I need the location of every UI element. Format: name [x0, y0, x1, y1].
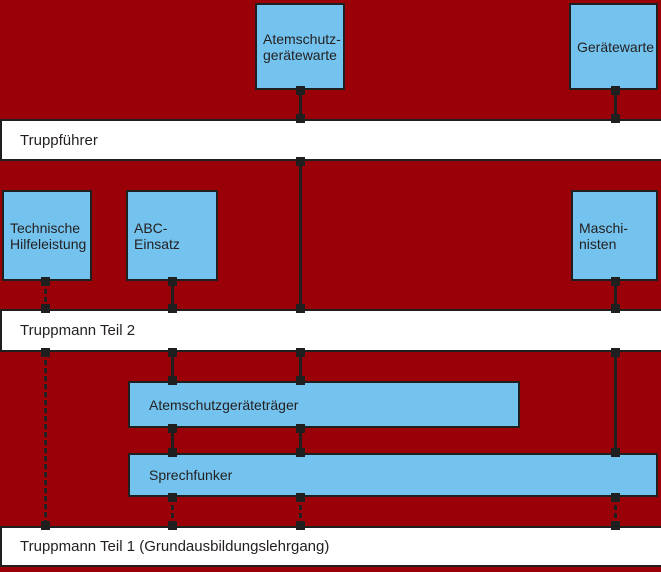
connector-stem — [614, 497, 617, 526]
bar-truppmann-teil-2: Truppmann Teil 2 — [0, 309, 661, 352]
box-atemschutzgeraetewarte-line2: gerätewarte — [263, 46, 337, 63]
connector-technische-hilfeleistung-teil2 — [41, 277, 50, 313]
box-technische-hilfeleistung-line2: Hilfeleistung — [10, 235, 87, 252]
connector-sprechfunker-teil1-left — [168, 493, 177, 530]
box-maschinisten-line2: nisten — [579, 235, 617, 252]
connector-stem — [299, 497, 302, 526]
connector-atemschutzgeraetewarte-truppfuehrer — [296, 86, 305, 123]
connector-teil2-atemschutzgeraetetraeger-left — [168, 348, 177, 385]
connector-stem — [44, 352, 47, 526]
connector-atemschutzgeraetetraeger-sprechfunker-right — [296, 424, 305, 457]
box-geraetewarte-line1: Gerätewarte — [577, 38, 655, 55]
box-maschinisten-line1: Maschi- — [579, 219, 629, 236]
connector-stem — [171, 428, 174, 453]
connector-teil2-atemschutzgeraetetraeger-right — [296, 348, 305, 385]
bar-truppmann-teil-1: Truppmann Teil 1 (Grundausbildungslehrga… — [0, 526, 661, 567]
connector-atemschutzgeraetetraeger-sprechfunker-left — [168, 424, 177, 457]
connector-stem — [44, 281, 47, 309]
box-sprechfunker-line1: Sprechfunker — [149, 467, 233, 483]
connector-stem — [299, 428, 302, 453]
box-geraetewarte: Gerätewarte — [569, 3, 658, 90]
box-atemschutzgeraetetraeger-line1: Atemschutzgeräteträger — [149, 396, 299, 413]
connector-geraetewarte-truppfuehrer — [611, 86, 620, 123]
connector-stem — [299, 90, 302, 119]
box-maschinisten: Maschi- nisten — [571, 190, 658, 281]
bar-truppfuehrer-label: Truppführer — [20, 131, 98, 149]
box-abc-einsatz: ABC- Einsatz — [126, 190, 218, 281]
connector-teil2-teil1 — [41, 348, 50, 530]
connector-stem — [614, 352, 617, 453]
connector-sprechfunker-teil1-center — [296, 493, 305, 530]
bar-truppmann-teil-2-label: Truppmann Teil 2 — [20, 322, 136, 339]
connector-maschinisten-teil2 — [611, 277, 620, 313]
bar-truppfuehrer: Truppführer — [0, 119, 661, 161]
connector-stem — [171, 497, 174, 526]
connector-stem — [299, 161, 302, 309]
connector-sprechfunker-teil1-right — [611, 493, 620, 530]
connector-stem — [299, 352, 302, 381]
box-sprechfunker: Sprechfunker — [128, 453, 658, 497]
connector-stem — [614, 281, 617, 309]
connector-stem — [171, 352, 174, 381]
box-technische-hilfeleistung: Technische Hilfeleistung — [2, 190, 92, 281]
box-atemschutzgeraetewarte: Atemschutz- gerätewarte — [255, 3, 345, 90]
box-abc-einsatz-line1: ABC- — [134, 219, 168, 236]
connector-stem — [614, 90, 617, 119]
box-atemschutzgeraetewarte-line1: Atemschutz- — [263, 30, 341, 47]
box-atemschutzgeraetetraeger: Atemschutzgeräteträger — [128, 381, 520, 428]
box-technische-hilfeleistung-line1: Technische — [10, 219, 81, 236]
connector-abc-einsatz-teil2 — [168, 277, 177, 313]
connector-truppfuehrer-teil2 — [296, 157, 305, 313]
bar-truppmann-teil-1-label: Truppmann Teil 1 (Grundausbildungslehrga… — [20, 538, 330, 555]
connector-teil2-sprechfunker — [611, 348, 620, 457]
connector-stem — [171, 281, 174, 309]
box-abc-einsatz-line2: Einsatz — [134, 235, 180, 252]
